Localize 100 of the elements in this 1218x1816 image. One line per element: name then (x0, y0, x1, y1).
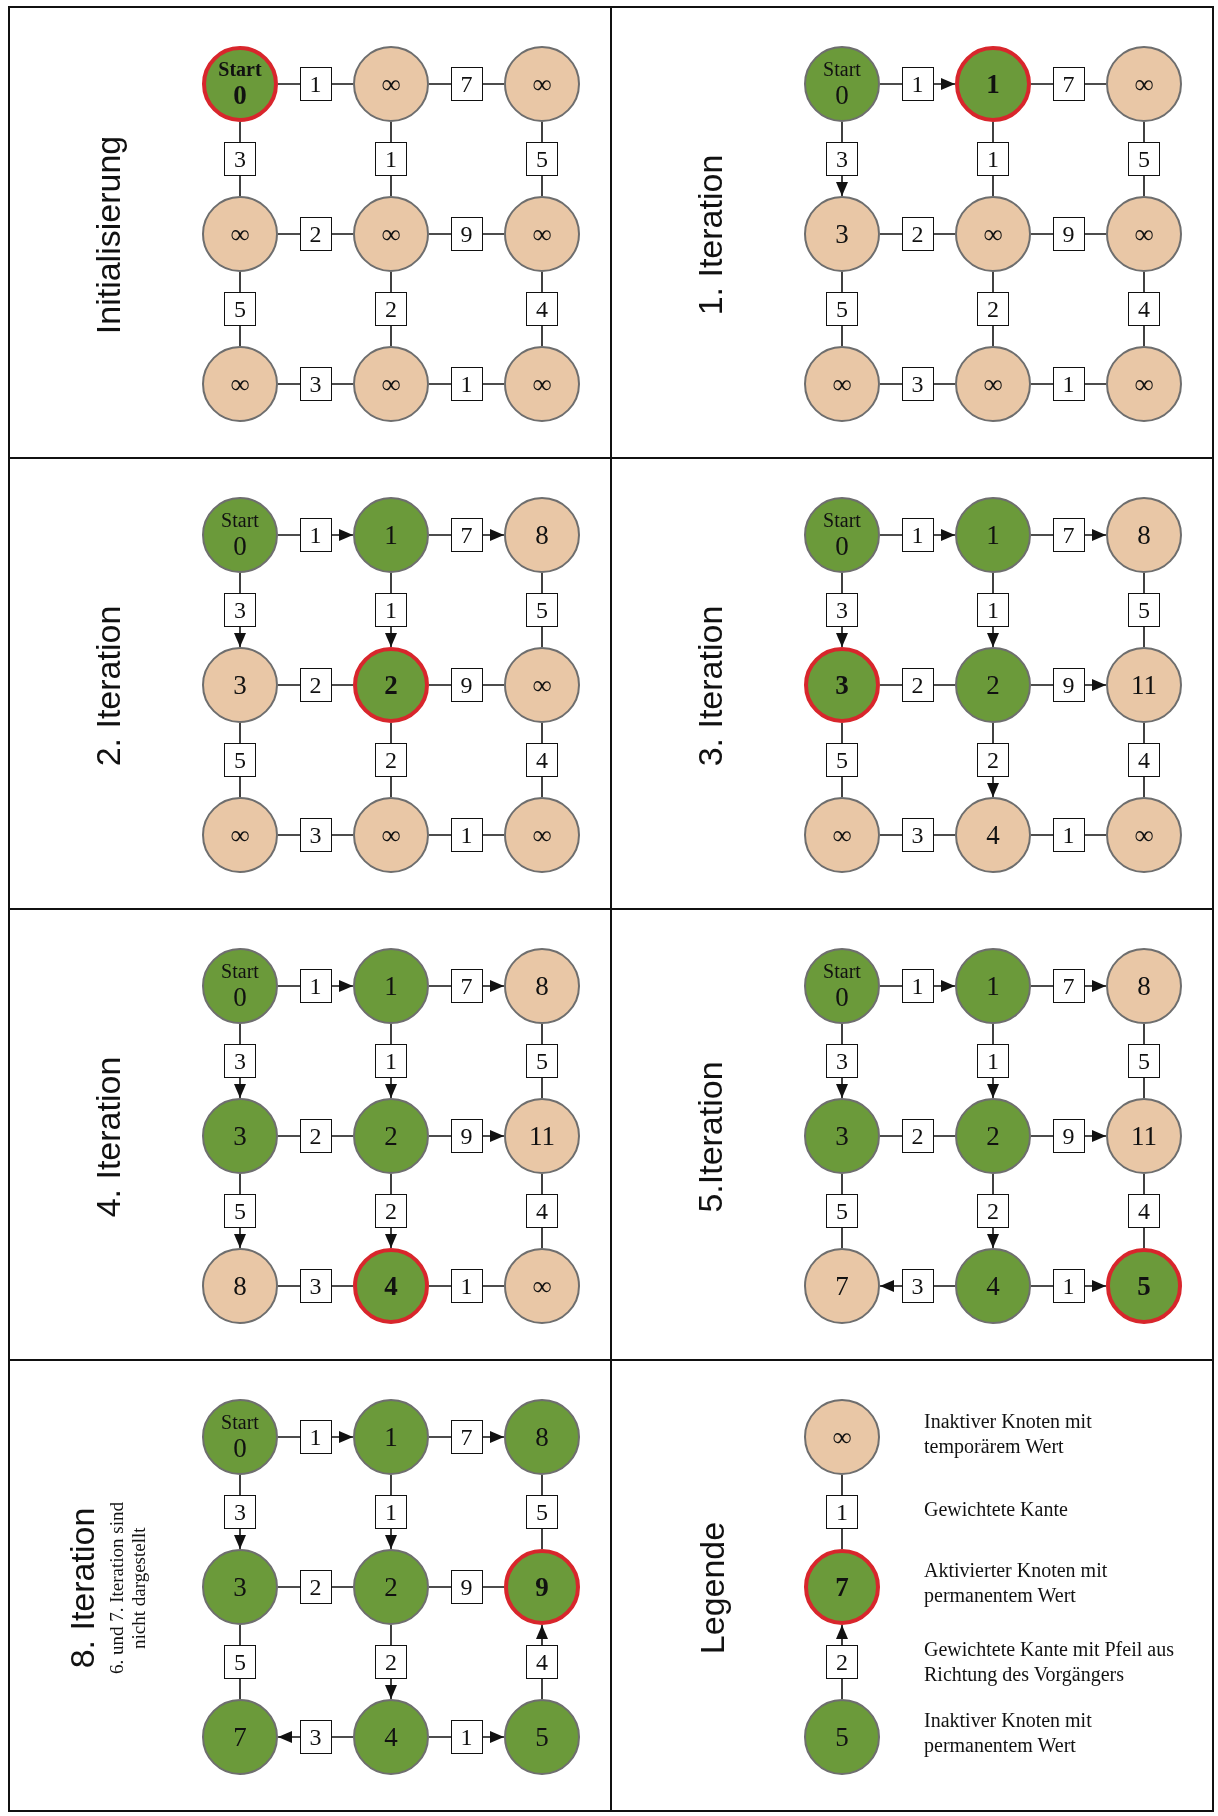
edge-weight: 9 (1052, 217, 1085, 251)
edge-weight: 1 (901, 969, 934, 1003)
edge-weight: 1 (375, 1495, 407, 1529)
edge-weight: 7 (1052, 67, 1085, 101)
node-value: ∞ (230, 220, 250, 248)
panel (8, 1359, 612, 1812)
node-value: 1 (384, 972, 398, 1000)
panel-title: 5.Iteration (690, 1060, 730, 1213)
node-value: 7 (233, 1723, 247, 1751)
edge-weight: 7 (1052, 518, 1085, 552)
node-value: 3 (835, 671, 849, 699)
node-value: 5 (535, 1723, 549, 1751)
edge-weight: 5 (526, 142, 558, 176)
node-value: 8 (233, 1272, 247, 1300)
edge-weight: 9 (450, 217, 483, 251)
node-value: 0 (233, 533, 247, 560)
edge-weight: 7 (450, 1420, 483, 1454)
node-value: 1 (384, 1423, 398, 1451)
node-value: ∞ (532, 1272, 552, 1300)
edge-weight: 1 (1052, 1269, 1085, 1303)
node-value: ∞ (381, 70, 401, 98)
start-label: Start (823, 961, 861, 981)
legend-text: Gewichtete Kante (924, 1496, 1069, 1522)
edge-weight: 2 (375, 743, 407, 777)
panel-title: 1. Iteration (690, 154, 730, 315)
node-value: 11 (1131, 1122, 1157, 1150)
edge-weight: 5 (526, 593, 558, 627)
edge-weight: 2 (375, 1645, 407, 1679)
edge-weight: 2 (299, 1119, 332, 1153)
edge-weight: 2 (901, 668, 934, 702)
edge-weight: 1 (450, 818, 483, 852)
edge-weight: 5 (224, 1194, 256, 1228)
node-value: 8 (535, 1423, 549, 1451)
start-label: Start (221, 1412, 259, 1432)
legend-text: Inaktiver Knoten mit temporärem Wert (924, 1409, 1093, 1459)
node-value: ∞ (532, 220, 552, 248)
edge-weight: 5 (1128, 1044, 1160, 1078)
node-value: 2 (986, 671, 1000, 699)
node-value: 3 (233, 671, 247, 699)
node-value: 3 (835, 1122, 849, 1150)
node-value: ∞ (832, 1423, 852, 1451)
node-value: 4 (986, 821, 1000, 849)
node-value: 8 (535, 521, 549, 549)
node-value: 7 (835, 1573, 849, 1601)
edge-weight: 2 (901, 1119, 934, 1153)
node-value: ∞ (983, 370, 1003, 398)
node-value: 3 (835, 220, 849, 248)
edge-weight: 1 (299, 969, 332, 1003)
edge-weight: 1 (977, 1044, 1009, 1078)
node-value: 8 (1137, 521, 1151, 549)
edge-weight: 1 (1052, 367, 1085, 401)
edge-weight: 3 (901, 818, 934, 852)
edge-weight: 1 (977, 593, 1009, 627)
node-value: 1 (986, 70, 1000, 98)
edge-weight: 3 (826, 593, 858, 627)
edge-weight: 5 (526, 1495, 558, 1529)
node-value: 0 (835, 533, 849, 560)
start-label: Start (823, 59, 861, 79)
node-value: 5 (835, 1723, 849, 1751)
panel-title: 8. Iteration (62, 1507, 102, 1668)
edge-weight: 1 (901, 67, 934, 101)
edge-weight: 3 (299, 818, 332, 852)
edge-weight: 2 (299, 1570, 332, 1604)
edge-weight: 9 (1052, 668, 1085, 702)
edge-weight: 4 (1128, 743, 1160, 777)
panel-title: 2. Iteration (88, 605, 128, 766)
node-value: 8 (1137, 972, 1151, 1000)
node-value: 4 (986, 1272, 1000, 1300)
node-value: 3 (233, 1122, 247, 1150)
edge-weight: 1 (901, 518, 934, 552)
node-value: 1 (986, 972, 1000, 1000)
panel-title: 3. Iteration (690, 605, 730, 766)
legend-text: Inaktiver Knoten mit permanentem Wert (924, 1708, 1093, 1758)
edge-weight: 9 (450, 668, 483, 702)
node-value: 5 (1137, 1272, 1151, 1300)
node-value: ∞ (381, 821, 401, 849)
node-value: 0 (233, 984, 247, 1011)
edge-weight: 9 (450, 1570, 483, 1604)
node-value: 1 (986, 521, 1000, 549)
node-value: 2 (384, 671, 398, 699)
edge-weight: 2 (977, 1194, 1009, 1228)
panel (8, 6, 612, 459)
edge-weight: 3 (299, 1720, 332, 1754)
edge-weight: 4 (1128, 292, 1160, 326)
node-value: ∞ (532, 671, 552, 699)
start-label: Start (221, 961, 259, 981)
edge-weight: 4 (526, 743, 558, 777)
panel (610, 1359, 1214, 1812)
edge-weight: 5 (826, 292, 858, 326)
edge-weight: 4 (1128, 1194, 1160, 1228)
start-label: Start (218, 59, 262, 79)
node-value: 0 (233, 1435, 247, 1462)
node-value: 11 (1131, 671, 1157, 699)
node-value: 0 (233, 82, 247, 109)
node-value: 4 (384, 1723, 398, 1751)
edge-weight: 5 (224, 743, 256, 777)
edge-weight: 3 (826, 142, 858, 176)
edge-weight: 7 (1052, 969, 1085, 1003)
start-label: Start (823, 510, 861, 530)
node-value: ∞ (532, 70, 552, 98)
